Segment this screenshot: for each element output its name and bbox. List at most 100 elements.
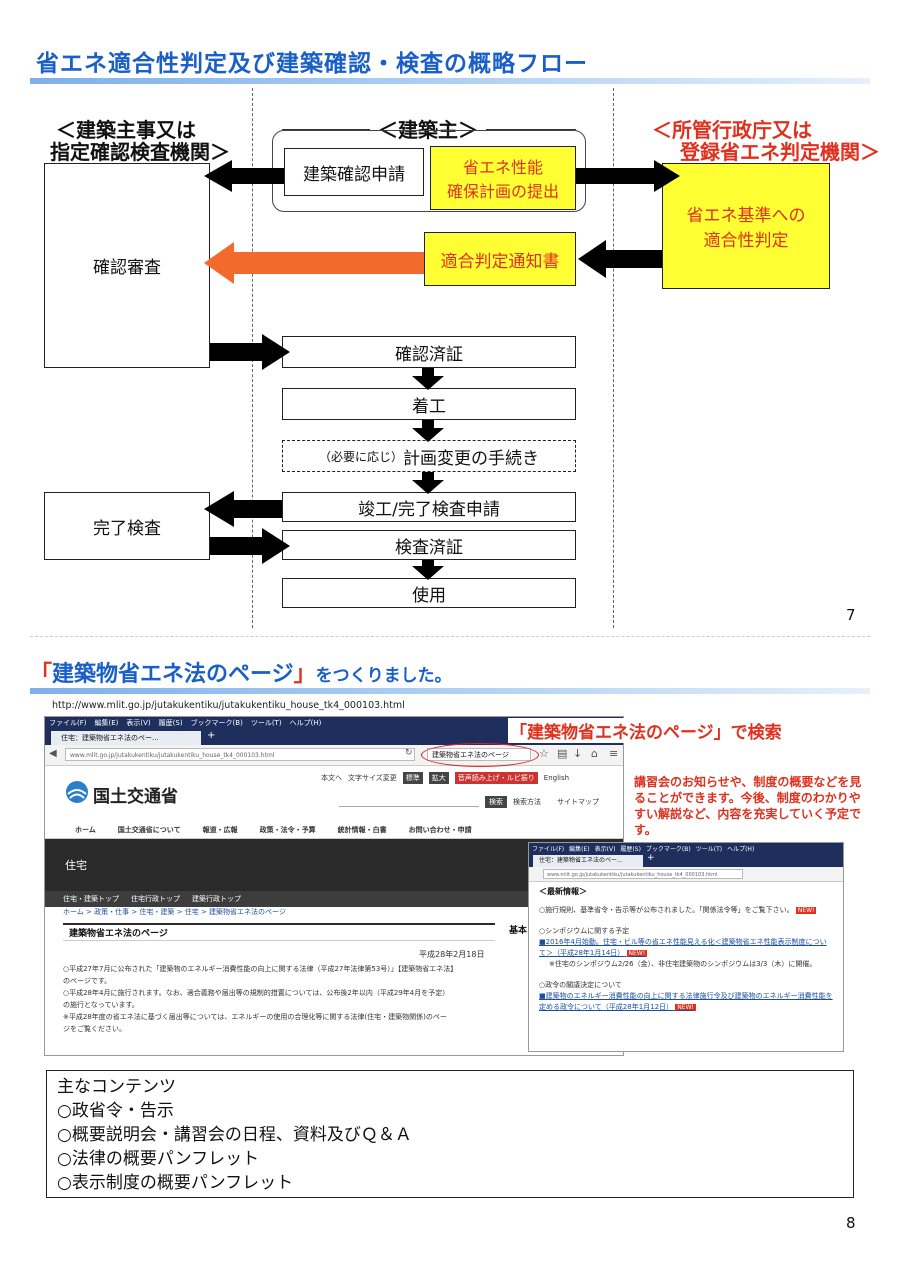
contents-heading: 主なコンテンツ: [57, 1077, 176, 1097]
box-start-label: 着工: [412, 396, 446, 417]
center-header-rule-left: [282, 129, 370, 130]
util-fontsize-standard[interactable]: 標準: [402, 772, 423, 784]
menu-view[interactable]: 表示(V): [126, 719, 151, 727]
center-header-rule-right: [486, 129, 576, 130]
subnav-housing-top[interactable]: 住宅・建築トップ: [63, 895, 119, 903]
nav-about[interactable]: 国土交通省について: [117, 826, 181, 834]
housing-banner: 住宅: [45, 839, 623, 891]
sub-menu-tools[interactable]: ツール(T): [695, 845, 723, 853]
news-link[interactable]: ■建築物のエネルギー消費性能の向上に関する法律施行令及び建築物のエネルギー消費性…: [539, 992, 833, 1011]
menu-history[interactable]: 履歴(S): [158, 719, 183, 727]
browser-sub-menubar: ファイル(F) 編集(E) 表示(V) 履歴(S) ブックマーク(B) ツール(…: [529, 843, 843, 853]
sub-menu-bookmarks[interactable]: ブックマーク(B): [645, 845, 691, 853]
box-plan: 省エネ性能 確保計画の提出: [430, 146, 576, 210]
page-number-8: 8: [846, 1214, 856, 1232]
box-certified: 確認済証: [282, 336, 576, 368]
box-change-prefix: （必要に応じ）: [318, 449, 403, 464]
sub-menu-help[interactable]: ヘルプ(H): [727, 845, 755, 853]
box-completion-request-label: 竣工/完了検査申請: [358, 499, 500, 520]
sub-tab[interactable]: 住宅：建築物省エネ法のペー...: [533, 855, 643, 867]
arrow-notice-to-review: [204, 242, 424, 284]
nav-press[interactable]: 報道・広報: [202, 826, 238, 834]
browser-sub-toolbar: www.mlit.go.jp/jutakukentiku/jutakukenti…: [529, 867, 843, 882]
right-header-line2: 登録省エネ判定機関＞: [680, 140, 880, 164]
arrow-final-inspection-to-cert: [210, 528, 290, 564]
browser-sub: ファイル(F) 編集(E) 表示(V) 履歴(S) ブックマーク(B) ツール(…: [528, 842, 844, 1052]
star-icon[interactable]: ☆: [539, 747, 549, 760]
arrow-completion-to-final-inspection: [204, 491, 282, 527]
box-use-label: 使用: [412, 585, 446, 606]
left-header-line1: ＜建築主事又は: [56, 118, 196, 142]
download-icon[interactable]: ↓: [573, 747, 583, 760]
util-voice-ruby[interactable]: 音声読み上げ・ルビ振り: [454, 772, 538, 784]
menu-file[interactable]: ファイル(F): [49, 719, 87, 727]
news-line: ○政令の閣議決定について: [539, 981, 622, 989]
subnav-housing-admin[interactable]: 住宅行政トップ: [131, 895, 180, 903]
search-method-link[interactable]: 検索方法: [513, 798, 541, 806]
slide8-title-underline: [30, 688, 870, 694]
nav-contact[interactable]: お問い合わせ・申請: [408, 826, 472, 834]
mlit-logo-text[interactable]: 国土交通省: [93, 787, 178, 807]
title-bracket-open: 「: [30, 662, 53, 687]
sitemap-link[interactable]: サイトマップ: [557, 798, 599, 806]
address-bar[interactable]: www.mlit.go.jp/jutakukentiku/jutakukenti…: [65, 748, 415, 761]
box-change: （必要に応じ） 計画変更の手続き: [282, 440, 576, 472]
reload-icon[interactable]: ↻: [405, 748, 413, 758]
menu-tools[interactable]: ツール(T): [250, 719, 282, 727]
box-notice-label: 適合判定通知書: [440, 251, 560, 272]
menu-help[interactable]: ヘルプ(H): [289, 719, 322, 727]
nav-policy[interactable]: 政策・法令・予算: [259, 826, 316, 834]
page-body: ○平成27年7月に公布された「建築物のエネルギー消費性能の向上に関する法律（平成…: [63, 963, 503, 1035]
news-line: ※住宅のシンポジウム2/26（金）、非住宅建築物のシンポジウムは3/3（木）に開…: [549, 960, 817, 968]
body-line: ○平成27年7月に公布された「建築物のエネルギー消費性能の向上に関する法律（平成…: [63, 965, 458, 973]
main-contents-box: 主なコンテンツ ○政省令・告示 ○概要説明会・講習会の日程、資料及びＱ＆Ａ ○法…: [46, 1070, 854, 1198]
mlit-header: 国土交通省 本文へ 文字サイズ変更 標準 拡大 音声読み上げ・ルビ振り Engl…: [45, 766, 623, 822]
slide7-title: 省エネ適合性判定及び建築確認・検査の概略フロー: [36, 51, 588, 77]
menu-bookmarks[interactable]: ブックマーク(B): [190, 719, 243, 727]
arrow-plan-to-judgement: [576, 160, 680, 192]
housing-subnav: 住宅・建築トップ 住宅行政トップ 建築行政トップ: [45, 891, 623, 907]
side-heading: 基本: [509, 926, 528, 936]
sub-menu-edit[interactable]: 編集(E): [569, 845, 590, 853]
page-date: 平成28年2月18日: [419, 950, 485, 959]
arrow-start-to-change: [412, 420, 444, 442]
sub-menu-file[interactable]: ファイル(F): [532, 845, 565, 853]
site-search-input[interactable]: [339, 796, 479, 807]
site-search-button[interactable]: 検索: [485, 796, 507, 808]
util-english[interactable]: English: [543, 774, 570, 782]
sub-menu-view[interactable]: 表示(V): [594, 845, 616, 853]
page-heading: 建築物省エネ法のページ: [63, 923, 495, 941]
box-application: 建築確認申請: [284, 148, 424, 196]
tab-main[interactable]: 住宅：建築物省エネ法のペー...: [51, 731, 201, 745]
new-tab-icon[interactable]: +: [207, 730, 216, 741]
body-line: ○平成28年4月に施行されます。なお、適合義務や届出等の規制的措置については、公…: [63, 989, 450, 997]
slide-separator: [30, 636, 870, 637]
util-skip-link[interactable]: 本文へ: [321, 774, 342, 782]
box-certified-label: 確認済証: [395, 344, 463, 365]
page-number-7: 7: [846, 606, 856, 624]
page-url[interactable]: http://www.mlit.go.jp/jutakukentiku/juta…: [52, 700, 405, 711]
nav-statistics[interactable]: 統計情報・白書: [337, 826, 387, 834]
new-badge: NEW!: [675, 1004, 696, 1011]
menu-icon[interactable]: ≡: [609, 747, 619, 760]
box-use: 使用: [282, 578, 576, 608]
bookmark-icon[interactable]: ▤: [557, 747, 568, 760]
subnav-building-admin[interactable]: 建築行政トップ: [192, 895, 241, 903]
box-inspection-cert-label: 検査済証: [395, 537, 463, 558]
news-item-2[interactable]: ■2016年4月始動。住宅・ビル等の省エネ性能見える化＜建築物省エネ性能表示制度…: [539, 937, 833, 959]
util-fontsize-large[interactable]: 拡大: [428, 772, 449, 784]
new-badge: NEW!: [795, 907, 817, 914]
sub-address-bar[interactable]: www.mlit.go.jp/jutakukentiku/jutakukenti…: [543, 869, 743, 879]
news-item-3[interactable]: ■建築物のエネルギー消費性能の向上に関する法律施行令及び建築物のエネルギー消費性…: [539, 991, 833, 1013]
breadcrumb[interactable]: ホーム > 政策・仕事 > 住宅・建築 > 住宅 > 建築物省エネ法のページ: [63, 908, 286, 916]
back-icon[interactable]: ◀: [49, 748, 57, 759]
sub-menu-history[interactable]: 履歴(S): [620, 845, 641, 853]
title-underline: [30, 78, 870, 84]
news-link[interactable]: ■2016年4月始動。住宅・ビル等の省エネ性能見える化＜建築物省エネ性能表示制度…: [539, 938, 827, 957]
arrow-inspection-to-use: [412, 560, 444, 580]
box-change-label: 計画変更の手続き: [403, 448, 539, 469]
menu-edit[interactable]: 編集(E): [94, 719, 119, 727]
sub-new-tab-icon[interactable]: +: [647, 853, 655, 863]
home-icon[interactable]: ⌂: [591, 747, 598, 760]
nav-home[interactable]: ホーム: [75, 826, 96, 834]
